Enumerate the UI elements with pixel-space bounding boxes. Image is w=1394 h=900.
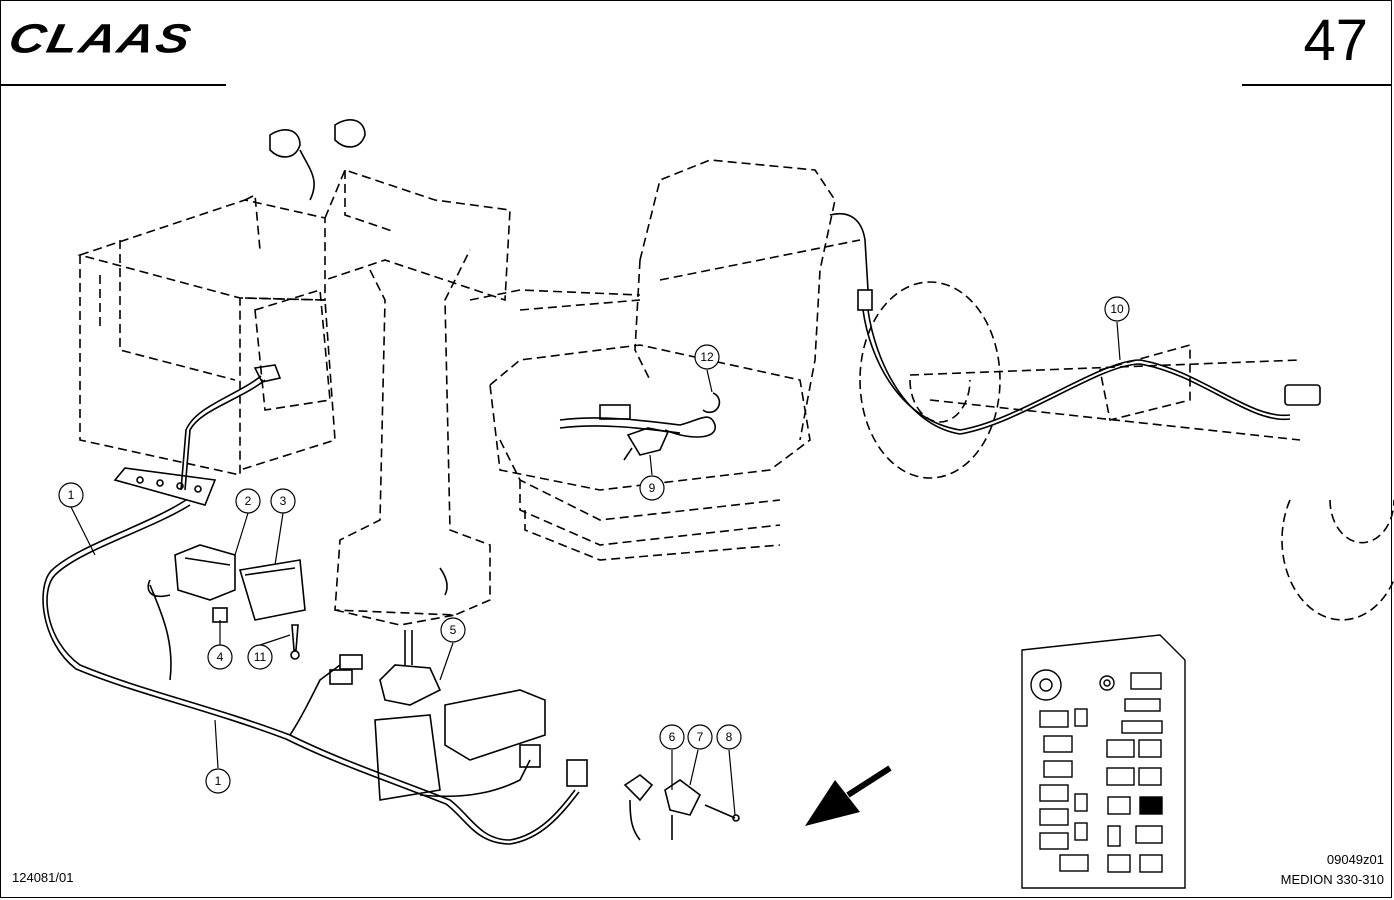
wiring-harness [42, 213, 1321, 845]
svg-text:7: 7 [697, 730, 704, 744]
header-rule-right [1242, 84, 1392, 86]
callout-8: 8 [716, 724, 742, 750]
svg-text:11: 11 [254, 650, 267, 664]
svg-text:1: 1 [68, 488, 75, 502]
callout-6: 6 [659, 724, 685, 750]
svg-text:3: 3 [280, 494, 287, 508]
fuse-panel [1021, 634, 1186, 889]
model-name: MEDION 330-310 [1280, 871, 1384, 887]
svg-text:1: 1 [215, 774, 222, 788]
callout-1-upper: 1 [58, 482, 84, 508]
components [113, 119, 740, 841]
header-rule-left [0, 84, 226, 86]
callout-10: 10 [1104, 296, 1130, 322]
model-reference-block: 09049z01 MEDION 330-310 [1281, 850, 1384, 889]
svg-text:9: 9 [649, 481, 656, 495]
svg-text:5: 5 [450, 623, 457, 637]
callout-3: 3 [270, 488, 296, 514]
svg-text:8: 8 [726, 730, 733, 744]
svg-text:4: 4 [217, 650, 224, 664]
svg-text:6: 6 [669, 730, 676, 744]
callout-11: 11 [247, 644, 273, 670]
callout-12: 12 [694, 344, 720, 370]
callout-7: 7 [687, 724, 713, 750]
page-number: 47 [1303, 8, 1368, 73]
drawing-reference: 124081/01 [12, 870, 74, 885]
cab-outline-dashed [77, 159, 1394, 626]
callouts: 1 2 3 4 11 5 1 6 [58, 296, 1130, 794]
svg-text:10: 10 [1110, 302, 1124, 316]
svg-text:2: 2 [245, 494, 252, 508]
callout-9: 9 [639, 475, 665, 501]
callout-1-lower: 1 [205, 768, 231, 794]
direction-arrow [805, 765, 892, 826]
figure-code: 09049z01 [1326, 852, 1384, 867]
svg-text:12: 12 [700, 350, 714, 364]
leader-lines [70, 321, 1121, 816]
callout-2: 2 [235, 488, 261, 514]
callout-4: 4 [207, 644, 233, 670]
callout-5: 5 [440, 617, 466, 643]
